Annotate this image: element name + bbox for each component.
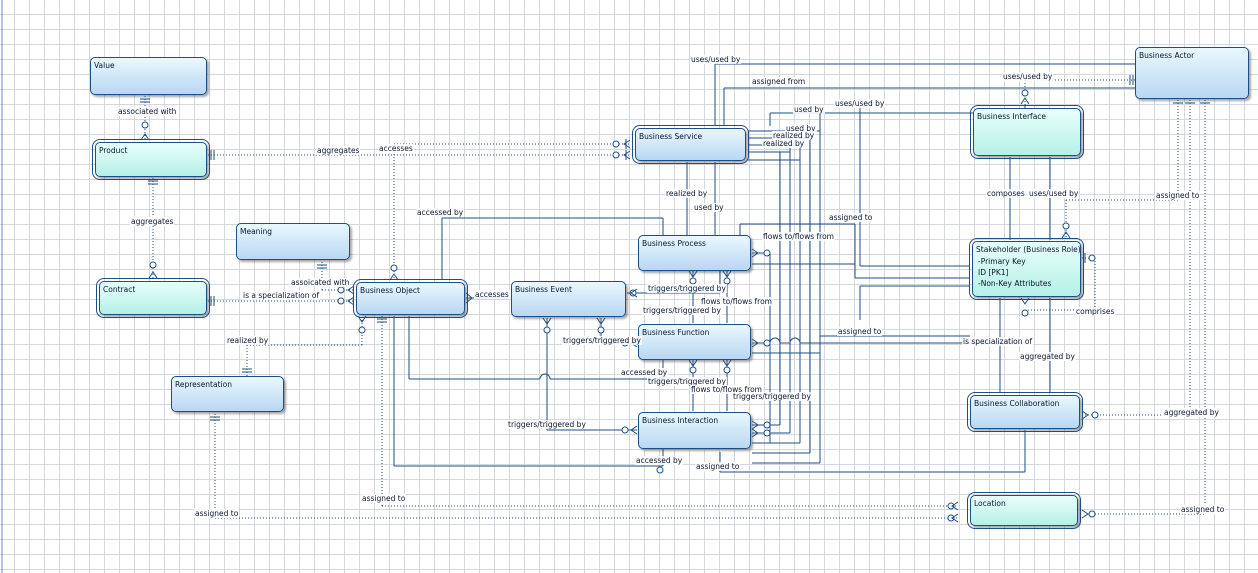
label-is-a-specialization-of: is a specialization of: [242, 291, 321, 300]
label-accessed-by: accessed by: [620, 368, 669, 377]
label-realized-by: realized by: [665, 189, 709, 198]
entity-title: Stakeholder (Business Role): [976, 245, 1081, 254]
label-accessed-by: accessed by: [635, 456, 684, 465]
label-realized-by: realized by: [762, 139, 806, 148]
entity-title: Business Object: [360, 286, 420, 295]
entity-title: Representation: [175, 380, 232, 389]
label-comprises: comprises: [1075, 307, 1116, 316]
entity-business-interface[interactable]: Business Interface: [970, 105, 1084, 159]
entity-stakeholder[interactable]: Stakeholder (Business Role) -Primary Key…: [969, 238, 1084, 300]
label-realized-by: realized by: [226, 336, 270, 345]
label-assigned-to: assigned to: [1180, 505, 1226, 514]
entity-meaning[interactable]: Meaning: [236, 223, 350, 260]
label-used-by: used by: [793, 105, 825, 114]
label-used-by: used by: [693, 203, 725, 212]
label-flows-to-flows-from: flows to/flows from: [762, 232, 835, 241]
entity-title: Product: [99, 146, 128, 155]
entity-representation[interactable]: Representation: [171, 376, 284, 412]
entity-title: Business Service: [639, 132, 703, 141]
entity-title: Contract: [103, 285, 136, 294]
label-assigned-to: assigned to: [695, 462, 741, 471]
label-is-specialization-of: is specialization of: [962, 337, 1034, 346]
label-triggers-triggered-by: triggers/triggered by: [647, 284, 727, 293]
attribute-non-key-header: -Non-Key Attributes: [978, 279, 1052, 288]
label-uses-used-by: uses/used by: [1028, 189, 1080, 198]
entity-business-interaction[interactable]: Business Interaction: [638, 412, 751, 449]
attribute-primary-key-header: -Primary Key: [978, 257, 1026, 266]
entity-business-function[interactable]: Business Function: [638, 324, 751, 360]
label-assigned-to: assigned to: [361, 494, 407, 503]
label-assigned-to: assigned to: [1155, 191, 1201, 200]
label-uses-used-by: uses/used by: [1002, 72, 1054, 81]
entity-title: Business Process: [642, 239, 706, 248]
entity-title: Business Event: [515, 285, 572, 294]
entity-business-process[interactable]: Business Process: [638, 235, 751, 271]
entity-business-collaboration[interactable]: Business Collaboration: [967, 392, 1083, 432]
entity-title: Value: [94, 61, 115, 70]
entity-title: Meaning: [240, 227, 273, 236]
label-triggers-triggered-by: triggers/triggered by: [642, 306, 722, 315]
entity-contract[interactable]: Contract: [96, 278, 210, 318]
label-aggregates: aggregates: [130, 217, 175, 226]
entity-title: Business Actor: [1139, 51, 1195, 60]
entity-business-object[interactable]: Business Object: [353, 279, 468, 318]
entity-value[interactable]: Value: [90, 57, 207, 95]
label-assigned-to: assigned to: [837, 327, 883, 336]
label-accessed-by: accessed by: [416, 208, 465, 217]
label-assigned-from: assigned from: [751, 77, 807, 86]
label-realized-by: realized by: [772, 131, 816, 140]
label-triggers-triggered-by: triggers/triggered by: [507, 420, 587, 429]
label-assigned-to: assigned to: [828, 213, 874, 222]
entity-title: Business Function: [642, 328, 710, 337]
label-accesses: accesses: [474, 290, 510, 299]
label-accesses: accesses: [378, 144, 414, 153]
label-triggers-triggered-by: triggers/triggered by: [647, 377, 727, 386]
label-aggregates: aggregates: [316, 146, 361, 155]
label-aggregated-by: aggregated by: [1163, 408, 1220, 417]
label-composes: composes: [986, 189, 1026, 198]
label-triggers-triggered-by: triggers/triggered by: [732, 392, 812, 401]
label-used-by: used by: [785, 124, 817, 133]
attribute-id: ID [PK1]: [978, 268, 1009, 277]
attribute-list: -Primary Key ID [PK1] -Non-Key Attribute…: [978, 256, 1051, 289]
entity-business-service[interactable]: Business Service: [632, 125, 749, 164]
label-uses-used-by: uses/used by: [834, 99, 886, 108]
entity-title: Business Collaboration: [974, 399, 1060, 408]
label-associated-with: associated with: [117, 107, 178, 116]
entity-product[interactable]: Product: [92, 139, 210, 180]
entity-title: Business Interaction: [642, 416, 719, 425]
entity-business-actor[interactable]: Business Actor: [1135, 47, 1249, 99]
label-assigned-to: assigned to: [194, 509, 240, 518]
entity-title: Location: [974, 499, 1006, 508]
label-assoicated-with: assoicated with: [290, 278, 351, 287]
label-uses-used-by: uses/used by: [690, 55, 742, 64]
label-flows-to-flows-from: flows to/flows from: [700, 297, 773, 306]
label-triggers-triggered-by: triggers/triggered by: [562, 336, 642, 345]
label-aggregated-by: aggregated by: [1019, 352, 1076, 361]
entity-location[interactable]: Location: [967, 492, 1081, 529]
label-flows-to-flows-from: flows to/flows from: [690, 385, 763, 394]
entity-title: Business Interface: [977, 112, 1047, 121]
entity-business-event[interactable]: Business Event: [511, 281, 626, 317]
